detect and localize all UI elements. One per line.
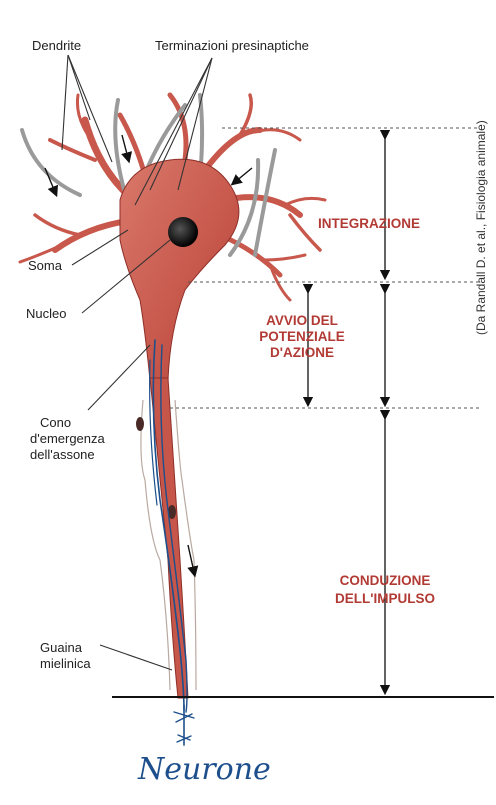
label-cono-line2: d'emergenza xyxy=(30,431,105,447)
stage-conduzione-line1: CONDUZIONE xyxy=(325,572,445,589)
stage-conduzione-line2: DELL'IMPULSO xyxy=(325,590,445,607)
label-dendrite: Dendrite xyxy=(32,38,81,54)
soma-body xyxy=(120,159,239,380)
stage-avvio-line1: AVVIO DEL xyxy=(242,312,362,329)
label-guaina-line1: Guaina xyxy=(40,640,82,656)
handwritten-title: Neurone xyxy=(138,752,271,787)
label-guaina-line2: mielinica xyxy=(40,656,91,672)
stage-avvio-line2: POTENZIALE xyxy=(242,328,362,345)
stage-integrazione: INTEGRAZIONE xyxy=(318,215,420,232)
axon xyxy=(150,378,188,698)
label-nucleo: Nucleo xyxy=(26,306,66,322)
nucleus xyxy=(168,217,198,247)
stage-avvio-line3: D'AZIONE xyxy=(242,344,362,361)
label-presynaptic-terminals: Terminazioni presinaptiche xyxy=(155,38,309,54)
label-soma: Soma xyxy=(28,258,62,274)
source-credit: (Da Randall D. et al., Fisiologia animal… xyxy=(474,120,488,335)
label-cono-line3: dell'assone xyxy=(30,447,95,463)
label-cono-line1: Cono xyxy=(40,415,71,431)
schwann-nucleus xyxy=(136,417,144,431)
